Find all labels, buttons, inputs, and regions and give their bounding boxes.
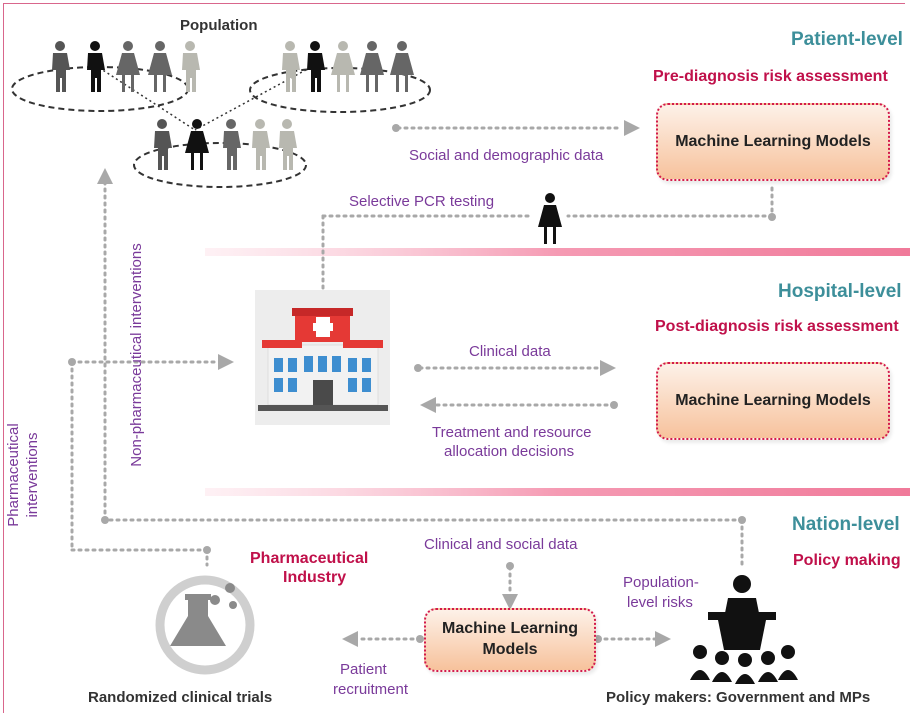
treatment-label-2: allocation decisions (444, 443, 575, 460)
podium-icon (690, 575, 798, 684)
non-pharma-label: Non-pharmaceutical interventions (128, 243, 145, 467)
population-group-2 (282, 41, 414, 92)
population-risks-label-2: level risks (627, 594, 693, 611)
ml-models-nation: Machine Learning Models (424, 608, 596, 672)
population-label: Population (180, 17, 258, 34)
selective-pcr-label: Selective PCR testing (349, 193, 495, 210)
patient-recruitment-label-2: recruitment (333, 681, 409, 698)
person-icon (538, 193, 562, 244)
patient-recruitment-label-1: Patient (340, 661, 387, 678)
divider-patient-hospital (205, 248, 910, 256)
pharma-interventions-label: Pharmaceutical interventions (5, 423, 41, 527)
population-group-3 (154, 119, 297, 170)
population-risks-label-1: Population- (623, 574, 699, 591)
post-diagnosis-label: Post-diagnosis risk assessment (655, 318, 899, 335)
policy-making-label: Policy making (793, 552, 901, 569)
ml-models-patient: Machine Learning Models (656, 103, 890, 181)
social-demographic-label: Social and demographic data (409, 147, 604, 164)
pharma-industry-label-1: Pharmaceutical (250, 550, 369, 567)
ml-models-hospital: Machine Learning Models (656, 362, 890, 440)
divider-hospital-nation (205, 488, 910, 496)
pre-diagnosis-label: Pre-diagnosis risk assessment (653, 68, 888, 85)
clinical-data-label: Clinical data (469, 343, 551, 360)
hospital-icon (255, 290, 390, 425)
hospital-level-label: Hospital-level (778, 281, 902, 302)
treatment-label-1: Treatment and resource (432, 424, 592, 441)
frame (3, 3, 905, 713)
trials-label: Randomized clinical trials (88, 689, 273, 706)
flask-icon (155, 575, 255, 675)
nation-level-label: Nation-level (792, 514, 900, 535)
patient-level-label: Patient-level (791, 29, 903, 50)
clinical-social-label: Clinical and social data (424, 536, 578, 553)
pharma-industry-label-2: Industry (283, 569, 347, 586)
policy-makers-label: Policy makers: Government and MPs (606, 689, 871, 706)
